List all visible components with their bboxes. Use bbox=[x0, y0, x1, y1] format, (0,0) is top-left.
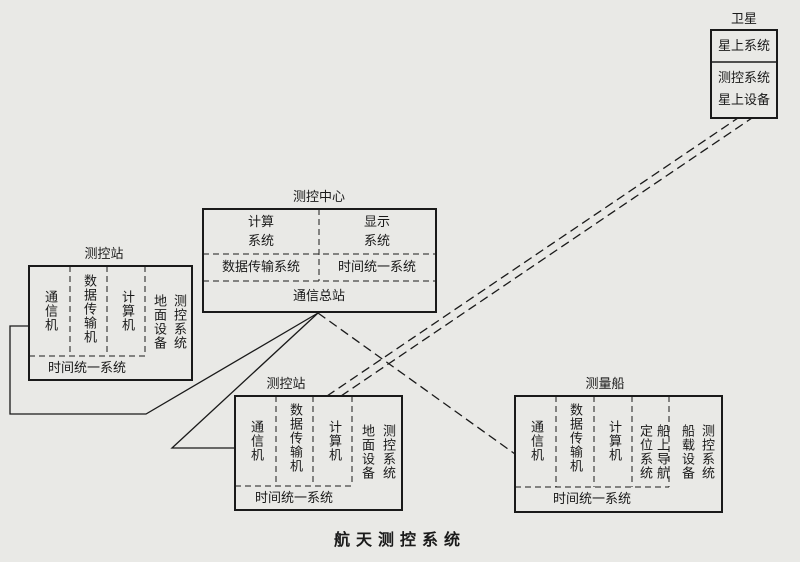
comm-hub-label: 通信总站 bbox=[292, 289, 346, 304]
display-system-label-2: 系统 bbox=[363, 234, 391, 249]
compute-system-label-1: 计算 bbox=[247, 215, 275, 230]
ship-onboard-label: 船载设备 bbox=[678, 424, 694, 480]
left-station-title: 测控站 bbox=[84, 247, 124, 262]
ship-ttc-label: 测控系统 bbox=[698, 424, 714, 480]
left-computer-label: 计算机 bbox=[118, 290, 134, 332]
left-station-box bbox=[28, 265, 193, 381]
link-hub-left-station bbox=[9, 312, 319, 415]
data-transmission-label: 数据传输系统 bbox=[221, 260, 301, 275]
mid-time-sync-label: 时间统一系统 bbox=[254, 491, 334, 506]
mid-ground-label: 地面设备 bbox=[358, 424, 374, 480]
satellite-bottom-label-1: 测控系统 bbox=[717, 71, 771, 86]
ship-data-label: 数据传输机 bbox=[566, 403, 582, 473]
left-data-label: 数据传输机 bbox=[80, 274, 96, 344]
control-center-title: 测控中心 bbox=[292, 190, 346, 205]
link-station-satellite-2 bbox=[340, 117, 753, 397]
link-station-satellite-1 bbox=[326, 117, 739, 397]
satellite-title: 卫星 bbox=[730, 12, 758, 27]
mid-computer-label: 计算机 bbox=[325, 420, 341, 462]
mid-data-label: 数据传输机 bbox=[286, 403, 302, 473]
satellite-bottom-label-2: 星上设备 bbox=[717, 93, 771, 108]
ship-position-label: 定位系统 bbox=[636, 424, 652, 480]
center-time-sync-label: 时间统一系统 bbox=[337, 260, 417, 275]
satellite-box bbox=[710, 29, 778, 119]
compute-system-label-2: 系统 bbox=[247, 234, 275, 249]
left-time-sync-label: 时间统一系统 bbox=[47, 361, 127, 376]
ship-comm-label: 通信机 bbox=[527, 420, 543, 462]
ship-computer-label: 计算机 bbox=[605, 420, 621, 462]
ship-time-sync-label: 时间统一系统 bbox=[552, 492, 632, 507]
figure-caption: 航天测控系统 bbox=[333, 530, 467, 549]
mid-station-title: 测控站 bbox=[266, 377, 306, 392]
link-hub-mid-station bbox=[170, 312, 319, 449]
left-comm-label: 通信机 bbox=[41, 290, 57, 332]
left-ground-label: 地面设备 bbox=[150, 294, 166, 350]
ship-nav-label: 船上导航 bbox=[653, 424, 669, 480]
left-ttc-label: 测控系统 bbox=[170, 294, 186, 350]
link-hub-ship bbox=[317, 312, 516, 455]
mid-station-box bbox=[234, 395, 403, 511]
satellite-top-label: 星上系统 bbox=[717, 39, 771, 54]
display-system-label-1: 显示 bbox=[363, 215, 391, 230]
ship-title: 测量船 bbox=[585, 377, 625, 392]
mid-comm-label: 通信机 bbox=[247, 420, 263, 462]
mid-ttc-label: 测控系统 bbox=[379, 424, 395, 480]
